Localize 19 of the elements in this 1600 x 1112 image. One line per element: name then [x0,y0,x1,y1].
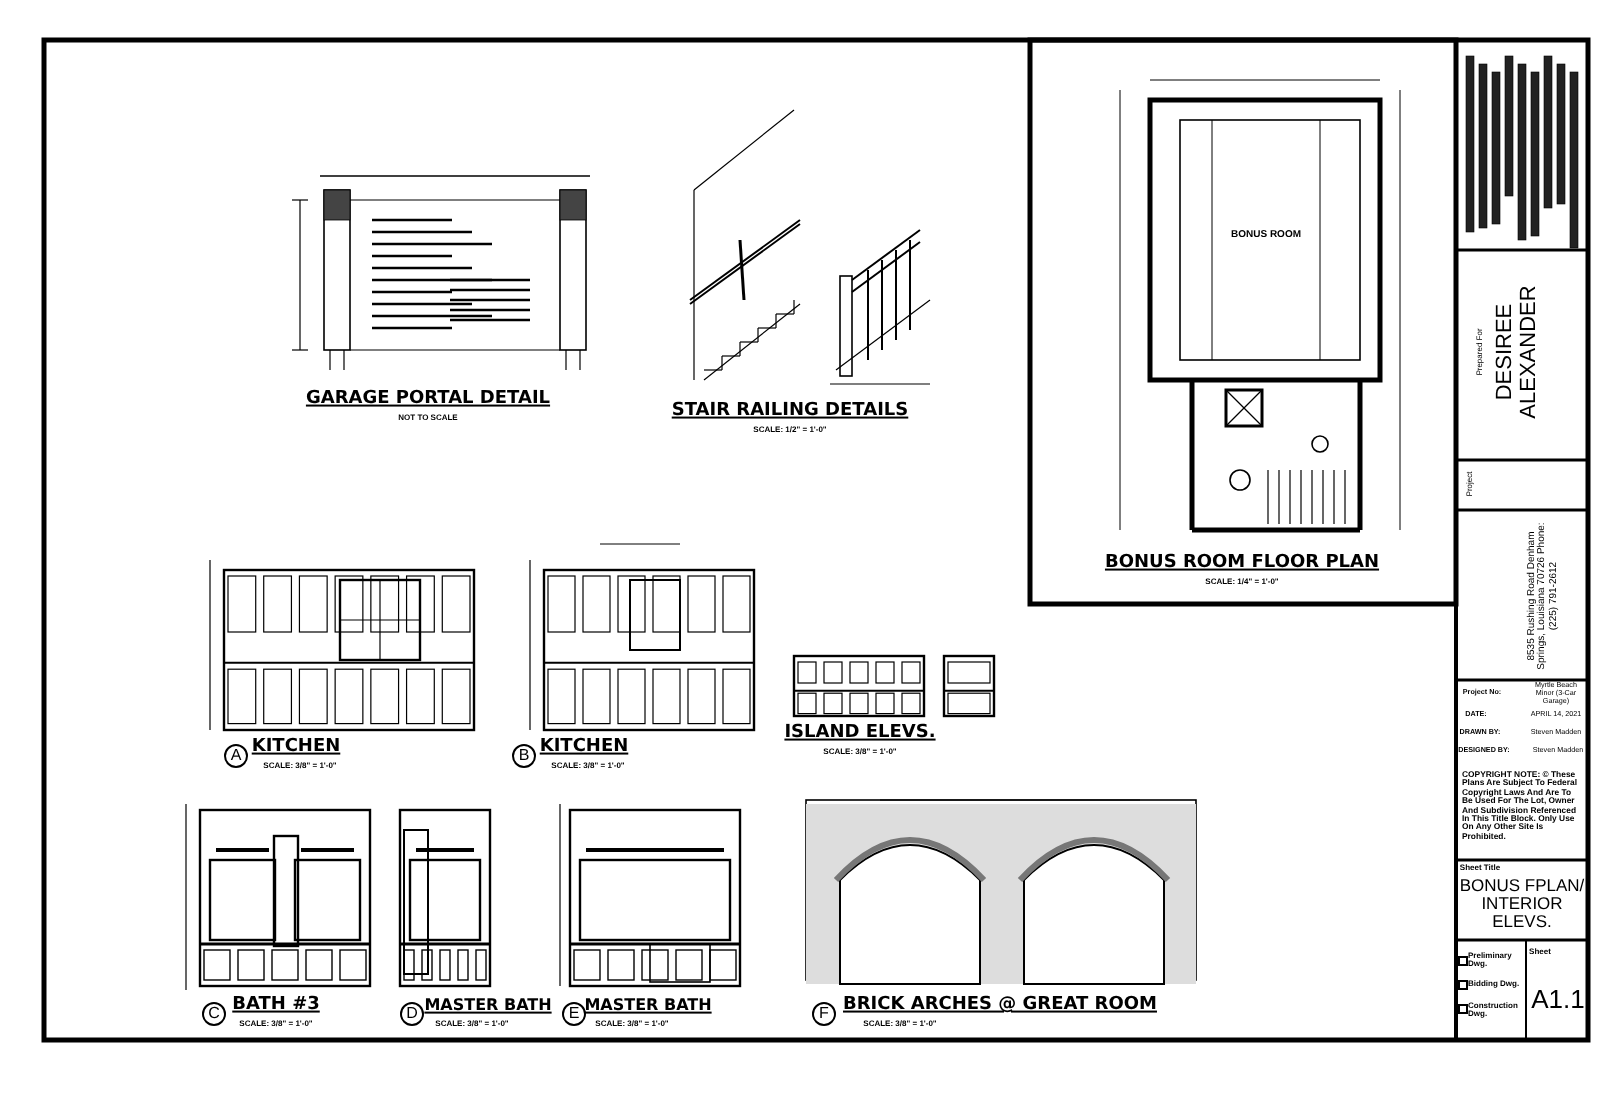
drawing-title: GARAGE PORTAL DETAIL [305,390,551,410]
drawing-title: MASTER BATH [424,997,552,1015]
drawing-title: KITCHEN [539,738,629,758]
callout-letter: D [400,1002,424,1026]
sheet-number: A1.1 [1531,986,1585,1014]
drawing-title: BONUS ROOM FLOOR PLAN [1104,554,1380,574]
callout-letter: C [202,1002,226,1026]
callout-letter: B [512,744,536,768]
drawing-title: ISLAND ELEVS. [784,724,936,744]
callout-letter: E [562,1002,586,1026]
drawing-title: MASTER BATH [584,997,712,1015]
sheet-title: BONUS FPLAN/ INTERIOR ELEVS. [1458,877,1586,931]
callout-letter: F [812,1002,836,1026]
drawing-title: STAIR RAILING DETAILS [671,402,909,422]
client-name: DESIREE ALEXANDER [1494,283,1542,423]
drawing-title: BATH #3 [232,996,320,1016]
drawing-title: KITCHEN [251,738,341,758]
drawing-title: BRICK ARCHES @ GREAT ROOM [843,996,1157,1016]
callout-letter: A [224,744,248,768]
